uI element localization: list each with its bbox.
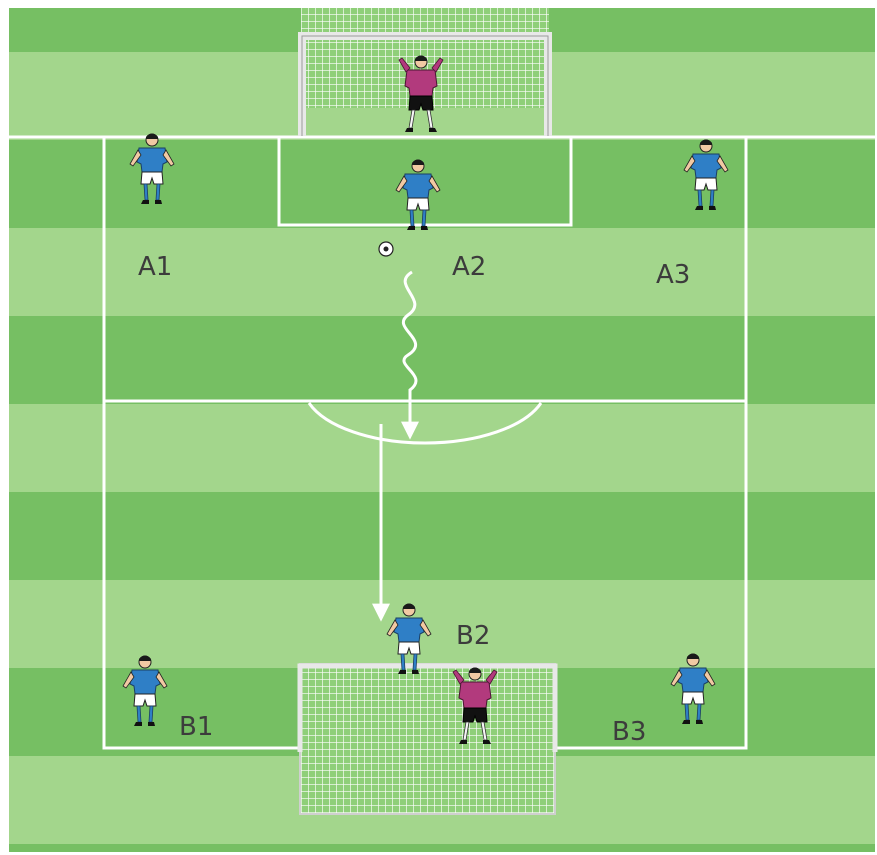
player-label-a1: A1 — [138, 252, 172, 282]
bottom-goal — [300, 664, 555, 814]
ball-icon — [379, 242, 393, 256]
player-label-a2: A2 — [452, 252, 486, 282]
player-label-a3: A3 — [656, 260, 690, 290]
player-label-b3: B3 — [612, 717, 646, 747]
player-label-b2: B2 — [456, 621, 490, 651]
player-label-b1: B1 — [179, 712, 213, 742]
